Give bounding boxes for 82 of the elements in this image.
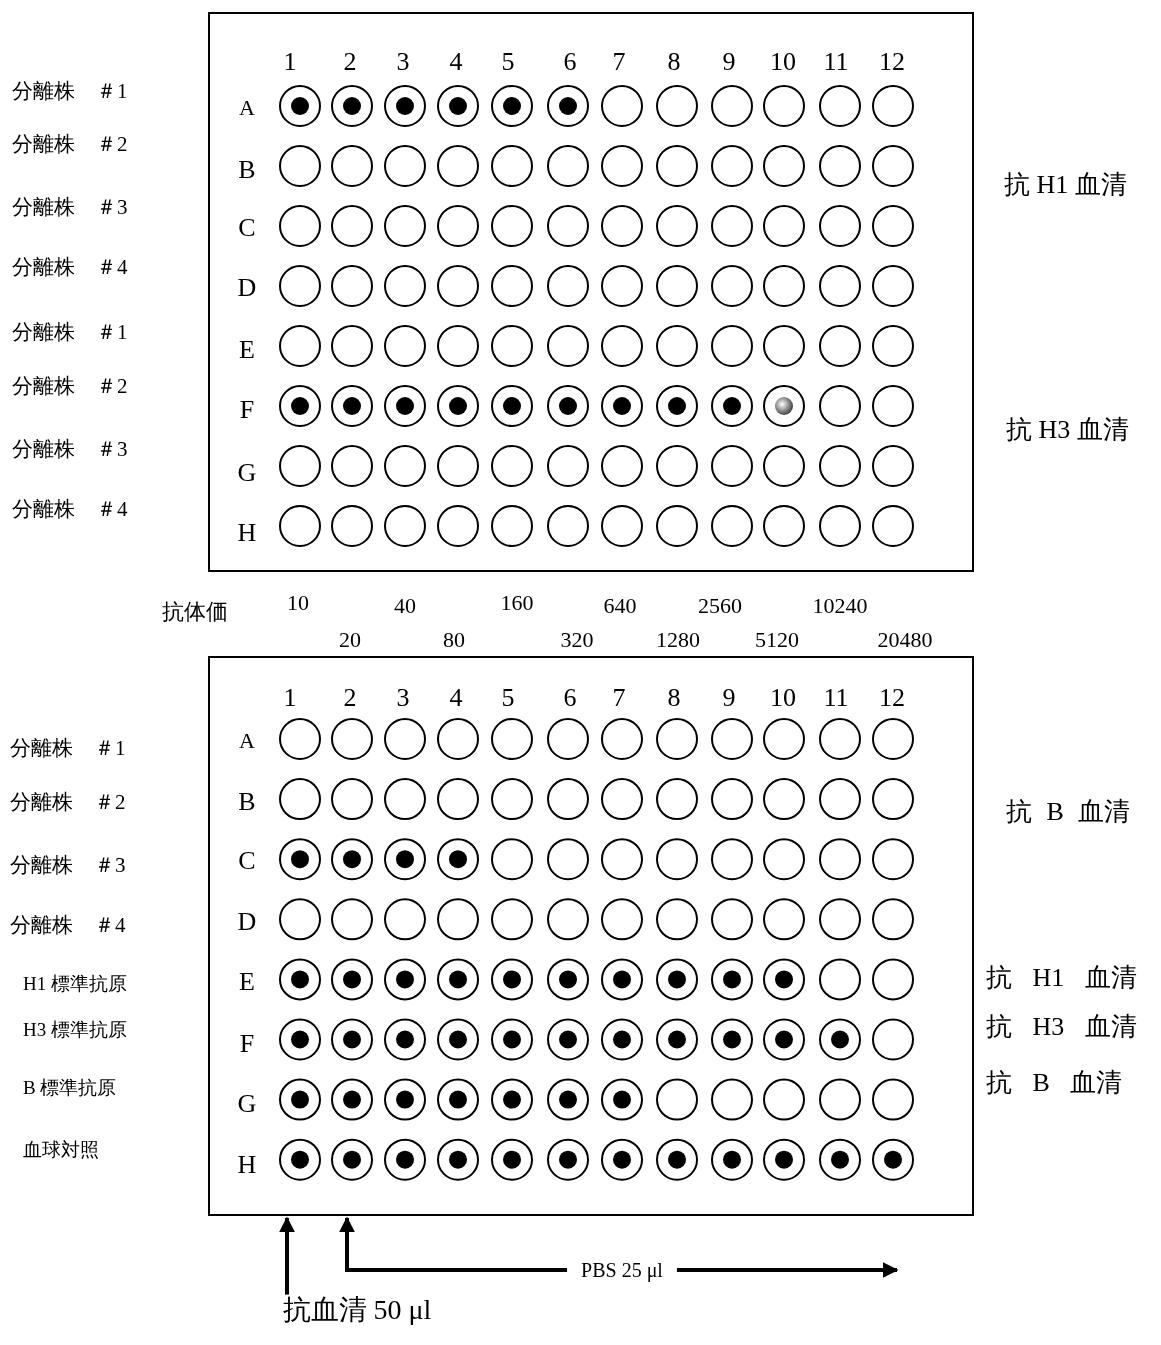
row-letter: B [238, 155, 256, 185]
column-number: 12 [879, 47, 905, 77]
row-letter: G [237, 1089, 257, 1119]
column-number: 8 [667, 47, 681, 77]
row-label: 分離株 ＃1 [12, 321, 128, 345]
serum-label: 抗 H1 血清 [986, 963, 1137, 993]
column-number: 2 [343, 683, 357, 713]
row-letter: E [239, 967, 255, 997]
column-number: 11 [823, 683, 849, 713]
column-number: 5 [501, 683, 515, 713]
column-number: 2 [343, 47, 357, 77]
column-number: 7 [612, 683, 626, 713]
row-label: 分離株 ＃1 [12, 80, 128, 104]
row-label: 分離株 ＃3 [10, 854, 126, 878]
column-number: 11 [823, 47, 849, 77]
row-label: 血球対照 [23, 1139, 99, 1161]
titer-heading: 抗体価 [162, 599, 228, 625]
titer-value: 320 [560, 627, 594, 653]
column-number: 9 [722, 47, 736, 77]
row-letter: B [238, 787, 256, 817]
column-number: 4 [449, 683, 463, 713]
titer-value: 1280 [656, 627, 700, 653]
column-number: 6 [563, 683, 577, 713]
row-label: 分離株 ＃4 [12, 256, 128, 280]
titer-value: 20480 [877, 627, 933, 653]
column-number: 4 [449, 47, 463, 77]
column-number: 3 [396, 683, 410, 713]
well-plate [208, 12, 974, 572]
row-letter: F [239, 395, 255, 425]
titer-value: 5120 [755, 627, 799, 653]
serum-label: 抗 H3 血清 [1006, 415, 1129, 445]
row-letter: E [239, 335, 255, 365]
column-number: 10 [770, 47, 796, 77]
titer-value: 640 [603, 593, 637, 619]
row-label: 分離株 ＃4 [12, 498, 128, 522]
column-number: 7 [612, 47, 626, 77]
row-letter: G [237, 458, 257, 488]
row-label: H1 標準抗原 [23, 973, 127, 995]
serum-label: 抗 H3 血清 [986, 1012, 1137, 1042]
serum-label: 抗 B 血清 [986, 1068, 1123, 1098]
titer-value: 20 [339, 627, 361, 653]
row-letter: A [239, 95, 255, 121]
titer-value: 2560 [698, 593, 742, 619]
row-label: H3 標準抗原 [23, 1019, 127, 1041]
row-label: 分離株 ＃3 [12, 196, 128, 220]
row-letter: H [237, 518, 257, 548]
column-number: 6 [563, 47, 577, 77]
row-letter: D [237, 273, 257, 303]
titer-value: 80 [443, 627, 465, 653]
arrow [676, 1262, 899, 1278]
row-letter: F [239, 1029, 255, 1059]
titer-value: 40 [394, 593, 416, 619]
column-number: 10 [770, 683, 796, 713]
titer-value: 160 [500, 590, 534, 616]
serum-label: 抗 H1 血清 [1004, 170, 1127, 200]
well-plate [208, 656, 974, 1216]
column-number: 5 [501, 47, 515, 77]
arrow [279, 1216, 295, 1295]
serum-label: 抗 B 血清 [1006, 797, 1131, 827]
row-label: 分離株 ＃3 [12, 438, 128, 462]
row-letter: C [238, 213, 256, 243]
titer-value: 10240 [812, 593, 868, 619]
column-number: 1 [283, 47, 297, 77]
row-label: B 標準抗原 [23, 1077, 117, 1099]
row-letter: D [237, 907, 257, 937]
row-letter: H [237, 1150, 257, 1180]
titer-value: 10 [287, 590, 309, 616]
column-number: 12 [879, 683, 905, 713]
column-number: 1 [283, 683, 297, 713]
row-label: 分離株 ＃2 [10, 791, 126, 815]
row-label: 分離株 ＃2 [12, 133, 128, 157]
column-number: 9 [722, 683, 736, 713]
row-label: 分離株 ＃2 [12, 375, 128, 399]
serum-volume-label: 抗血清 50 μl [280, 1294, 434, 1326]
column-number: 8 [667, 683, 681, 713]
column-number: 3 [396, 47, 410, 77]
row-letter: C [238, 846, 256, 876]
arrow [339, 1216, 568, 1272]
row-label: 分離株 ＃1 [10, 737, 126, 761]
row-letter: A [239, 728, 255, 754]
row-label: 分離株 ＃4 [10, 914, 126, 938]
buffer-volume-label: PBS 25 μl [567, 1259, 677, 1281]
